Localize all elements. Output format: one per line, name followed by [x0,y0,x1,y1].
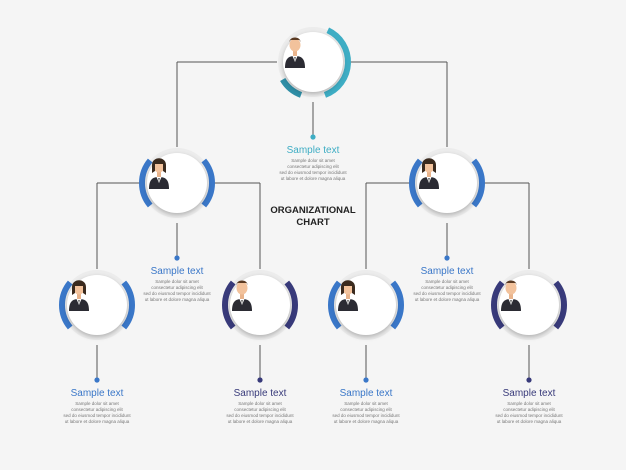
org-node-staff-1[interactable] [57,265,137,345]
description-line: consectetur adipiscing elit [340,407,392,412]
woman-avatar-icon [338,280,358,311]
description-line: Sample dolor sit amet [155,279,199,284]
title-line-1: ORGANIZATIONAL [270,205,356,216]
description-line: consectetur adipiscing elit [71,407,123,412]
description-line: sed do eiusmod tempor incididunt [63,413,131,418]
description-line: ut labore et dolore magna aliqua [280,176,346,181]
org-node-manager-right[interactable] [407,143,487,223]
node-title: Sample text [420,266,474,277]
description-line: ut labore et dolore magna aliqua [144,297,210,302]
description-line: sed do eiusmod tempor incididunt [495,413,563,418]
stem-dot-staff-4 [526,377,532,383]
stem-dot-staff-2 [257,377,263,383]
man-avatar-icon [232,280,252,311]
org-node-staff-4[interactable] [489,265,569,345]
node-circle [67,275,127,335]
node-title: Sample text [339,388,393,399]
description-line: ut labore et dolore magna aliqua [414,297,480,302]
stem-dot-ceo [310,134,316,140]
org-node-staff-2[interactable] [220,265,300,345]
description-line: sed do eiusmod tempor incididunt [226,413,294,418]
node-circle [336,275,396,335]
description-line: consectetur adipiscing elit [421,285,473,290]
woman-avatar-icon [149,158,169,189]
description-line: Sample dolor sit amet [507,401,551,406]
description-line: sed do eiusmod tempor incididunt [413,291,481,296]
description-line: ut labore et dolore magna aliqua [333,419,399,424]
node-circle [283,32,343,92]
description-line: Sample dolor sit amet [344,401,388,406]
org-node-staff-3[interactable] [326,265,406,345]
description-line: Sample dolor sit amet [425,279,469,284]
description-line: ut labore et dolore magna aliqua [64,419,130,424]
man-avatar-icon [501,280,521,311]
node-circle [417,153,477,213]
man-avatar-icon [285,37,305,68]
node-title: Sample text [70,388,124,399]
description-line: ut labore et dolore magna aliqua [227,419,293,424]
node-title: Sample text [286,145,340,156]
node-circle [147,153,207,213]
node-title: Sample text [233,388,287,399]
description-line: Sample dolor sit amet [75,401,119,406]
description-line: sed do eiusmod tempor incididunt [332,413,400,418]
title-line-2: CHART [296,217,330,228]
description-line: consectetur adipiscing elit [287,164,339,169]
chart-title: ORGANIZATIONAL CHART [258,205,368,229]
org-node-ceo[interactable] [273,22,353,102]
description-line: consectetur adipiscing elit [234,407,286,412]
node-circle [230,275,290,335]
org-node-manager-left[interactable] [137,143,217,223]
description-line: sed do eiusmod tempor incididunt [279,170,347,175]
woman-avatar-icon [419,158,439,189]
node-title: Sample text [150,266,204,277]
stem-dot-manager-right [444,255,450,261]
description-line: consectetur adipiscing elit [503,407,555,412]
description-line: consectetur adipiscing elit [151,285,203,290]
node-title: Sample text [502,388,556,399]
node-circle [499,275,559,335]
stem-dot-staff-1 [94,377,100,383]
woman-avatar-icon [69,280,89,311]
stem-dot-staff-3 [363,377,369,383]
description-line: Sample dolor sit amet [238,401,282,406]
description-line: Sample dolor sit amet [291,158,335,163]
description-line: ut labore et dolore magna aliqua [496,419,562,424]
stem-dot-manager-left [174,255,180,261]
description-line: sed do eiusmod tempor incididunt [143,291,211,296]
